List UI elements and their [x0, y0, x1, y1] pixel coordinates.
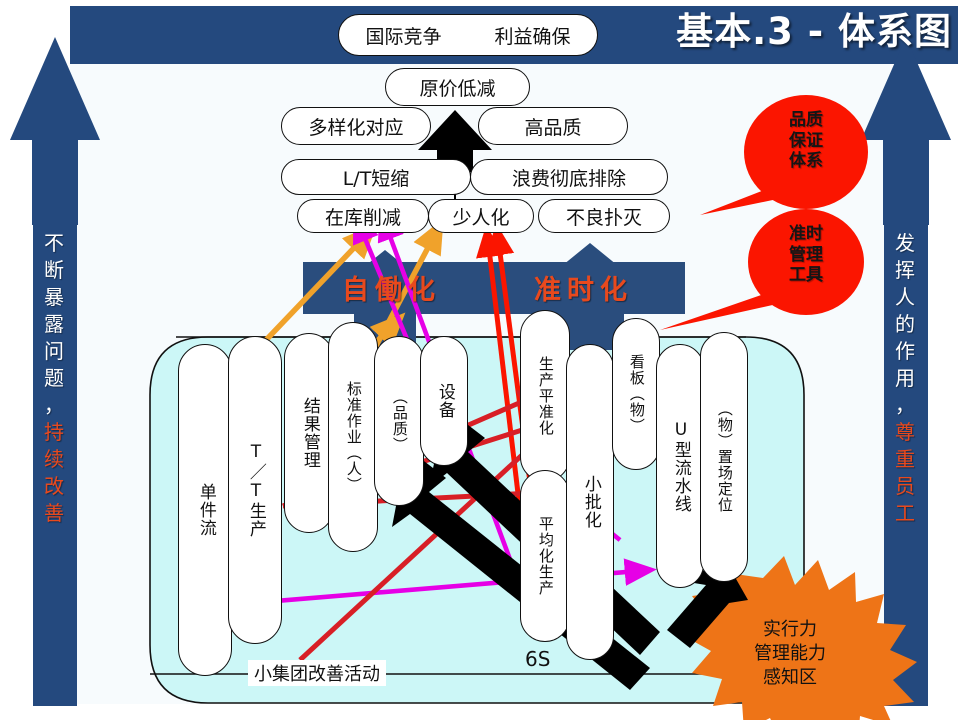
- pillar-label: 看板（物）: [627, 354, 646, 434]
- banner-char: 题: [44, 366, 64, 390]
- banner-char: 作: [895, 339, 915, 363]
- pillar-label: 单件流: [195, 483, 216, 537]
- pillar-level-production[interactable]: 生产平准化: [520, 310, 570, 482]
- pillar-place-location[interactable]: （物）置场定位: [700, 332, 748, 582]
- jit-band-label: 准时化: [534, 275, 633, 306]
- callout-quality-assurance-text: 品质 保证 体系: [789, 110, 823, 172]
- pillar-label: 平均化生产: [536, 516, 555, 596]
- goal-left-label: 国际竞争: [365, 25, 442, 48]
- pillar-kanban[interactable]: 看板（物）: [612, 318, 660, 470]
- pillar-label: 标准作业（人）: [344, 381, 363, 493]
- banner-char: 尊: [895, 420, 915, 444]
- pillar-average-production[interactable]: 平均化生产: [520, 470, 570, 642]
- banner-char: 重: [895, 447, 915, 471]
- callout-jit-tools-text: 准时 管理 工具: [789, 224, 823, 286]
- defect-elimination-capsule: 不良扑灭: [538, 199, 670, 233]
- banner-char: 暴: [44, 285, 64, 309]
- high-quality-capsule: 高品质: [478, 107, 628, 145]
- pillar-tt-production[interactable]: T／T生产: [228, 336, 282, 644]
- banner-char: 不: [44, 231, 64, 255]
- pillar-u-line[interactable]: U型流水线: [656, 344, 704, 588]
- banner-char: ，: [44, 393, 64, 417]
- pillar-label: （品质）: [390, 389, 409, 453]
- jidouka-band-label: 自働化: [342, 275, 441, 306]
- banner-char: 挥: [895, 258, 915, 282]
- right-banner-text: 发挥人的作用 ， 尊重员工: [884, 224, 926, 527]
- banner-char: 改: [44, 474, 64, 498]
- lead-time-capsule: L/T短缩: [281, 159, 471, 195]
- banner-char: 用: [895, 366, 915, 390]
- variety-capsule: 多样化对应: [281, 107, 431, 145]
- pillar-label: U型流水线: [670, 419, 691, 513]
- pillar-result-control[interactable]: 结果管理: [284, 333, 334, 533]
- inventory-reduction-capsule: 在库削减: [297, 199, 429, 233]
- banner-char: 续: [44, 447, 64, 471]
- six-s-label: 6S: [525, 647, 551, 671]
- banner-char: 发: [895, 231, 915, 255]
- banner-char: 断: [44, 258, 64, 282]
- goal-right-label: 利益确保: [494, 25, 571, 48]
- callout-quality-assurance-shape: [700, 95, 868, 215]
- center-navy-bands: [303, 243, 685, 350]
- cost-reduction-capsule: 原价低减: [385, 68, 530, 106]
- banner-char: 善: [44, 501, 64, 525]
- banner-char: 的: [895, 312, 915, 336]
- banner-char: 问: [44, 339, 64, 363]
- pillar-label: （物）置场定位: [715, 401, 734, 513]
- pillar-one-piece-flow[interactable]: 单件流: [178, 344, 232, 676]
- fewer-manpower-capsule: 少人化: [428, 199, 534, 233]
- starburst-text: 实行力 管理能力 感知区: [754, 619, 826, 688]
- banner-char: 持: [44, 420, 64, 444]
- callout-jit-tools-shape: [660, 209, 864, 330]
- banner-char: 员: [895, 474, 915, 498]
- pillar-label: 设备: [434, 383, 455, 419]
- waste-elimination-capsule: 浪费彻底排除: [470, 159, 668, 195]
- left-banner-text: 不断暴露问题 ， 持续改善: [33, 224, 75, 527]
- pillar-label: 小批化: [580, 475, 601, 529]
- banner-char: ，: [895, 393, 915, 417]
- small-group-activity-label: 小集团改善活动: [248, 660, 386, 686]
- page-title: 基本.3 - 体系图: [676, 10, 952, 53]
- left-navy-column: [10, 37, 100, 706]
- pillar-small-lot[interactable]: 小批化: [566, 344, 614, 660]
- pillar-quality-item[interactable]: （品质）: [374, 336, 424, 506]
- pillar-standard-work[interactable]: 标准作业（人）: [328, 322, 378, 552]
- pillar-label: 生产平准化: [536, 356, 555, 436]
- pillar-label: T／T生产: [245, 442, 266, 538]
- banner-char: 工: [895, 501, 915, 525]
- pillar-equipment[interactable]: 设备: [420, 336, 468, 466]
- banner-char: 人: [895, 285, 915, 309]
- banner-char: 露: [44, 312, 64, 336]
- pillar-label: 结果管理: [299, 397, 320, 469]
- goal-capsule: 国际竞争 利益确保: [338, 14, 598, 56]
